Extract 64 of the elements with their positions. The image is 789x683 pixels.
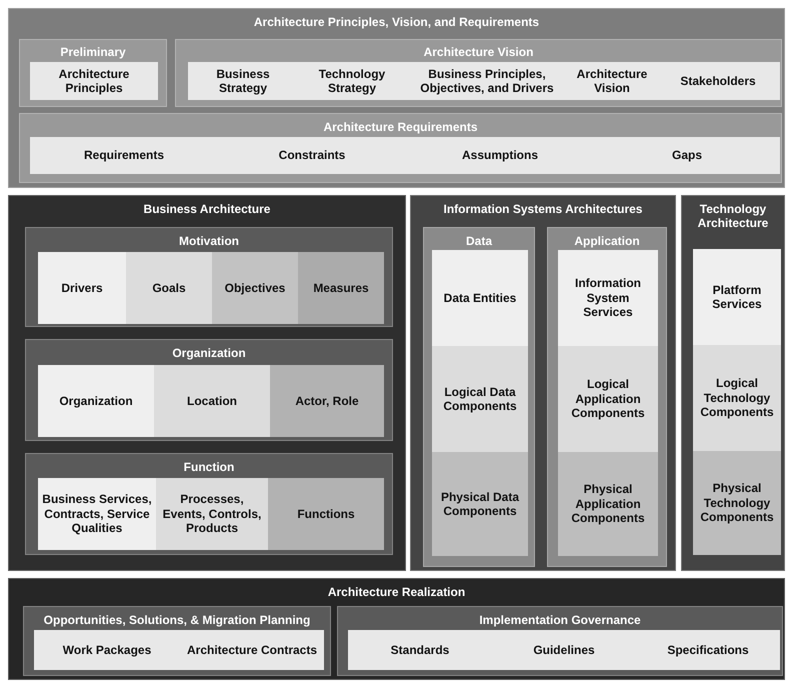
component-box: Business Strategy: [188, 62, 298, 100]
component-box: Physical Technology Components: [693, 451, 781, 555]
component-box: Logical Application Components: [558, 346, 658, 452]
component-box: Stakeholders: [656, 62, 780, 100]
component-box: Guidelines: [492, 630, 636, 670]
group-title: Architecture Realization: [326, 585, 466, 600]
component-box: Business Principles, Objectives, and Drivers: [406, 62, 568, 100]
group-panel: [175, 39, 782, 107]
component-box: Location: [154, 365, 270, 437]
component-box: Information System Services: [558, 250, 658, 346]
group-panel: [25, 339, 393, 441]
component-box: Architecture Vision: [568, 62, 656, 100]
group-title: Business Architecture: [142, 202, 272, 216]
component-box: Drivers: [38, 252, 126, 324]
group-panel: [681, 195, 785, 571]
group-title: Information Systems Architectures: [442, 202, 644, 216]
group-title: Motivation: [178, 234, 240, 248]
group-title: Function: [182, 460, 236, 474]
group-panel: [547, 227, 667, 567]
component-box: Gaps: [594, 137, 780, 174]
component-box: Technology Strategy: [298, 62, 406, 100]
component-box: Logical Data Components: [432, 346, 528, 452]
component-box: Physical Application Components: [558, 452, 658, 556]
group-title: Architecture Vision: [422, 45, 534, 60]
group-panel: [8, 8, 785, 188]
component-box: Architecture Principles: [30, 62, 158, 100]
component-box: Work Packages: [34, 630, 180, 670]
group-title: Application: [573, 234, 641, 248]
group-panel: [25, 453, 393, 555]
group-title: Preliminary: [59, 45, 127, 60]
component-box: Organization: [38, 365, 154, 437]
group-panel: [8, 578, 785, 680]
group-title: Opportunities, Solutions, & Migration Planning: [42, 613, 312, 628]
component-box: Measures: [298, 252, 384, 324]
component-box: Data Entities: [432, 250, 528, 346]
group-panel: [19, 113, 782, 183]
component-box: Functions: [268, 478, 384, 550]
component-box: Objectives: [212, 252, 298, 324]
component-box: Platform Services: [693, 249, 781, 345]
component-box: Requirements: [30, 137, 218, 174]
component-box: Standards: [348, 630, 492, 670]
group-panel: [25, 227, 393, 327]
component-box: Actor, Role: [270, 365, 384, 437]
group-title: Architecture Requirements: [322, 120, 479, 134]
component-box: Physical Data Components: [432, 452, 528, 556]
component-box: Architecture Contracts: [180, 630, 324, 670]
group-title: Organization: [171, 346, 247, 360]
group-panel: [19, 39, 167, 107]
component-box: Specifications: [636, 630, 780, 670]
group-title: Implementation Governance: [478, 613, 642, 628]
group-panel: [337, 606, 783, 676]
component-box: Constraints: [218, 137, 406, 174]
component-box: Logical Technology Components: [693, 345, 781, 451]
component-box: Business Services, Contracts, Service Qualities: [38, 478, 156, 550]
component-box: Assumptions: [406, 137, 594, 174]
group-panel: [423, 227, 535, 567]
group-panel: [410, 195, 676, 571]
component-box: Goals: [126, 252, 212, 324]
group-title: Technology Architecture: [696, 202, 770, 231]
group-panel: [8, 195, 406, 571]
group-title: Architecture Principles, Vision, and Requirements: [252, 15, 540, 30]
group-panel: [23, 606, 331, 676]
component-box: Processes, Events, Controls, Products: [156, 478, 268, 550]
group-title: Data: [464, 234, 494, 248]
